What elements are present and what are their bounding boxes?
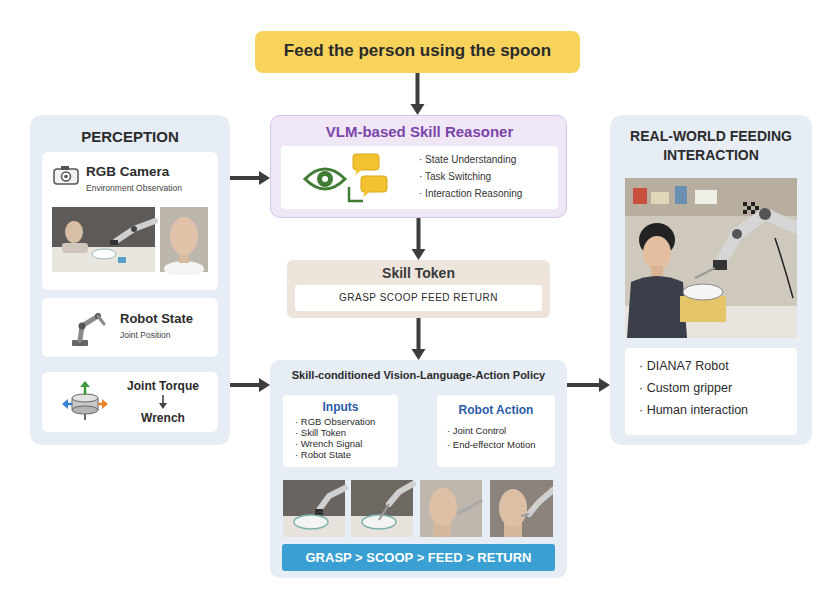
policy-box: Skill-conditioned Vision-Language-Action… — [270, 360, 567, 578]
flow-arrow — [230, 378, 270, 392]
node-text: Skill-conditioned Vision-Language-Action… — [276, 369, 561, 382]
sensor-card: Joint TorqueWrench — [42, 372, 218, 432]
node-text: · Skill Token — [295, 427, 395, 438]
flow-arrow — [412, 218, 426, 260]
node-text: · Interaction Reasoning — [419, 188, 555, 200]
real-world-panel: REAL-WORLD FEEDING INTERACTION · DIANA7 R… — [610, 115, 812, 445]
node-text: · Human interaction — [639, 403, 793, 418]
camera-icon — [52, 164, 80, 186]
inputs-box: Inputs · RGB Observation· Skill Token· Wr… — [283, 395, 398, 467]
node-text: Joint Position — [120, 330, 215, 340]
convert-arrow — [157, 395, 169, 410]
reasoner-inner: · State Understanding · Task Switching · I… — [281, 146, 558, 209]
node-text: Robot State — [120, 311, 215, 327]
node-text: Feed the person using the spoon — [255, 41, 580, 61]
node-text: Inputs — [283, 400, 398, 414]
node-text: · Robot State — [295, 449, 395, 460]
node-text: · State Understanding — [419, 154, 555, 166]
reasoner-box: VLM-based Skill Reasoner · State Underst… — [270, 115, 567, 218]
flow-arrow — [230, 171, 270, 185]
node-text: REAL-WORLD FEEDING INTERACTION — [613, 127, 809, 165]
node-text: · Joint Control — [447, 425, 553, 436]
node-text: · End-effector Motion — [447, 439, 553, 450]
eye-speech-icon — [301, 151, 391, 205]
node-text: GRASP > SCOOP > FEED > RETURN — [282, 550, 555, 566]
policy-photos — [283, 480, 553, 537]
node-text: · RGB Observation — [295, 416, 395, 427]
goal-box: Feed the person using the spoon — [255, 31, 580, 73]
node-text: · DIANA7 Robot — [639, 359, 793, 374]
robot-spec-box: · DIANA7 Robot · Custom gripper · Human in… — [625, 348, 797, 435]
robot-arm-icon — [68, 306, 108, 348]
node-text: Environment Observation — [86, 183, 214, 193]
node-text: · Custom gripper — [639, 381, 793, 396]
node-text: Wrench — [112, 411, 214, 425]
node-text: VLM-based Skill Reasoner — [271, 123, 568, 141]
node-text: PERCEPTION — [30, 128, 230, 146]
node-text: RGB Camera — [86, 164, 214, 180]
flow-arrow — [412, 318, 426, 360]
feeding-photo — [625, 178, 797, 338]
node-text: Joint Torque — [112, 379, 214, 393]
token-strip: GRASP SCOOP FEED RETURN — [295, 285, 542, 311]
skill-sequence-band: GRASP > SCOOP > FEED > RETURN — [282, 544, 555, 571]
camera-photos — [52, 207, 208, 275]
node-text: · Task Switching — [419, 171, 555, 183]
sensor-card: Robot StateJoint Position — [42, 298, 218, 357]
perception-panel: PERCEPTION RGB CameraEnvironment Observa… — [30, 115, 230, 445]
node-text: GRASP SCOOP FEED RETURN — [295, 292, 542, 304]
skill-token-box: Skill TokenGRASP SCOOP FEED RETURN — [287, 260, 550, 318]
flow-arrow — [567, 378, 610, 392]
node-text: Skill Token — [287, 265, 550, 282]
action-box: Robot Action · Joint Control · End-effecto… — [437, 395, 555, 467]
flow-arrow — [411, 73, 425, 115]
torque-sensor-icon — [62, 380, 108, 424]
sensor-card: RGB CameraEnvironment Observation — [42, 152, 218, 290]
node-text: · Wrench Signal — [295, 438, 395, 449]
node-text: Robot Action — [437, 403, 555, 417]
